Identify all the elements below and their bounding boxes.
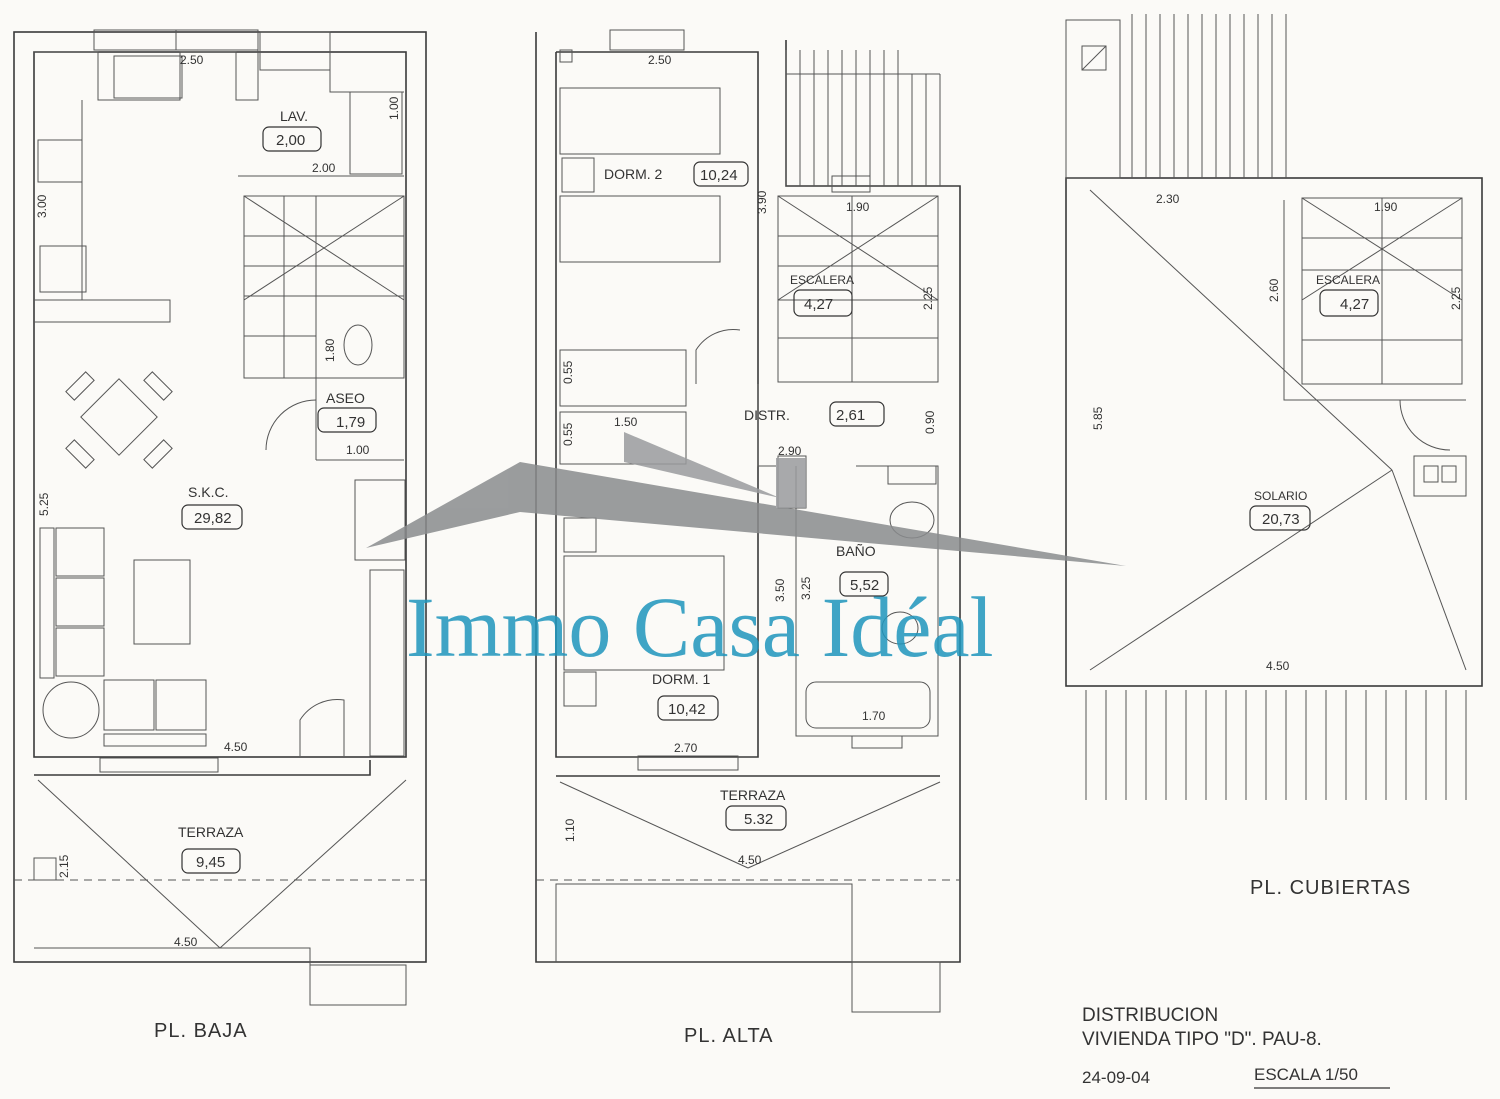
dimension: 1.00	[387, 96, 401, 120]
plan-cubiertas: ESCALERA 4,27 SOLARIO 20,73 2.30 1.90 2.…	[1065, 14, 1483, 899]
room-label-escalera: ESCALERA	[1316, 273, 1380, 287]
window-icon	[851, 735, 903, 749]
room-area-bano: 5,52	[850, 577, 879, 594]
window-icon	[637, 755, 739, 771]
legend-line-1: DISTRIBUCION	[1082, 1005, 1218, 1026]
dimension: 1.90	[1374, 200, 1398, 214]
dimension: 0.90	[923, 410, 937, 434]
dimension: 3.50	[773, 578, 787, 602]
dimension: 2.15	[57, 854, 71, 878]
plan-title-alta: PL. ALTA	[684, 1025, 774, 1047]
room-area-aseo: 1,79	[336, 414, 365, 431]
plan-title-cubiertas: PL. CUBIERTAS	[1250, 877, 1411, 899]
fridge-icon	[39, 245, 87, 293]
room-label-escalera: ESCALERA	[790, 273, 854, 287]
room-area-dorm1: 10,42	[668, 701, 706, 718]
dimension: 0.55	[561, 360, 575, 384]
room-label-skc: S.K.C.	[188, 484, 228, 500]
toilet-icon	[881, 611, 919, 645]
dimension: 2.25	[1449, 286, 1463, 310]
room-label-dorm2: DORM. 2	[604, 166, 663, 182]
dimension: 3.00	[35, 194, 49, 218]
room-area-distr: 2,61	[836, 407, 865, 424]
dimension: 1.90	[846, 200, 870, 214]
dimension: 2.50	[648, 53, 672, 67]
dimension: 3.90	[755, 190, 769, 214]
room-label-terraza: TERRAZA	[178, 824, 244, 840]
dimension: 2.00	[312, 161, 336, 175]
sofa-icon	[39, 527, 207, 747]
dimension: 2.90	[778, 444, 802, 458]
roof-logo-icon	[366, 462, 1126, 566]
room-label-solario: SOLARIO	[1254, 489, 1307, 503]
dimension: 4.50	[224, 740, 248, 754]
room-label-aseo: ASEO	[326, 390, 365, 406]
room-area-escalera: 4,27	[804, 296, 833, 313]
room-label-dorm1: DORM. 1	[652, 671, 711, 687]
toilet-icon	[343, 324, 373, 366]
room-area-terraza: 5.32	[744, 811, 773, 828]
dimension: 3.25	[799, 576, 813, 600]
bed-icon	[559, 195, 721, 263]
bed-icon	[559, 87, 721, 155]
bed-icon	[563, 555, 725, 671]
dimension: 1.50	[614, 415, 638, 429]
room-label-bano: BAÑO	[836, 543, 876, 559]
window-icon	[99, 757, 219, 773]
plan-alta: DORM. 2 10,24 ESCALERA 4,27 DISTR. 2,61 …	[535, 29, 961, 1047]
legend-line-2: VIVIENDA TIPO "D". PAU-8.	[1082, 1029, 1322, 1050]
room-area-skc: 29,82	[194, 510, 232, 527]
dimension: 0.55	[561, 422, 575, 446]
room-label-distr: DISTR.	[744, 407, 790, 423]
room-area-escalera: 4,27	[1340, 296, 1369, 313]
title-block: DISTRIBUCION VIVIENDA TIPO "D". PAU-8. 2…	[1082, 1005, 1390, 1089]
room-area-terraza: 9,45	[196, 854, 225, 871]
room-area-lav: 2,00	[276, 132, 305, 149]
coffee-table-icon	[133, 559, 191, 645]
bathtub-icon	[805, 681, 931, 729]
room-label-terraza: TERRAZA	[720, 787, 786, 803]
legend-date: 24-09-04	[1082, 1068, 1150, 1087]
outer-wall	[1065, 177, 1483, 687]
dimension: 2.60	[1267, 278, 1281, 302]
plan-title-baja: PL. BAJA	[154, 1020, 248, 1042]
dimension: 5.85	[1091, 406, 1105, 430]
dimension: 1.80	[323, 338, 337, 362]
dimension: 2.30	[1156, 192, 1180, 206]
dimension: 4.50	[174, 935, 198, 949]
dimension: 5.25	[37, 492, 51, 516]
outer-wall	[13, 31, 427, 963]
sink-icon	[113, 55, 183, 99]
wardrobe-icon	[559, 349, 687, 407]
window-icon	[609, 29, 685, 51]
staircase-icon	[243, 195, 405, 379]
dimension: 4.50	[1266, 659, 1290, 673]
plan-baja: LAV. 2,00 ASEO 1,79 S.K.C. 29,82 TERRAZA…	[13, 29, 427, 1042]
dining-table-icon	[65, 371, 173, 469]
room-area-solario: 20,73	[1262, 511, 1300, 528]
stove-icon	[37, 139, 83, 183]
watermark-text: Immo Casa Idéal	[406, 579, 993, 675]
dimension: 1.10	[563, 818, 577, 842]
legend-scale: ESCALA 1/50	[1254, 1065, 1358, 1084]
dimension: 2.50	[180, 53, 204, 67]
door-swing	[265, 399, 317, 451]
dimension: 1.00	[346, 443, 370, 457]
room-label-lav: LAV.	[280, 108, 308, 124]
wardrobe-icon	[559, 411, 687, 465]
roof-tiles-pattern	[1085, 14, 1467, 800]
dimension: 2.25	[921, 286, 935, 310]
watermark-logo: Immo Casa Idéal	[366, 432, 1126, 675]
dimension: 1.70	[862, 709, 886, 723]
dimension: 4.50	[738, 853, 762, 867]
staircase-icon	[777, 195, 939, 383]
dimension: 2.70	[674, 741, 698, 755]
room-area-dorm2: 10,24	[700, 167, 738, 184]
roof-tiles-pattern	[785, 50, 941, 186]
